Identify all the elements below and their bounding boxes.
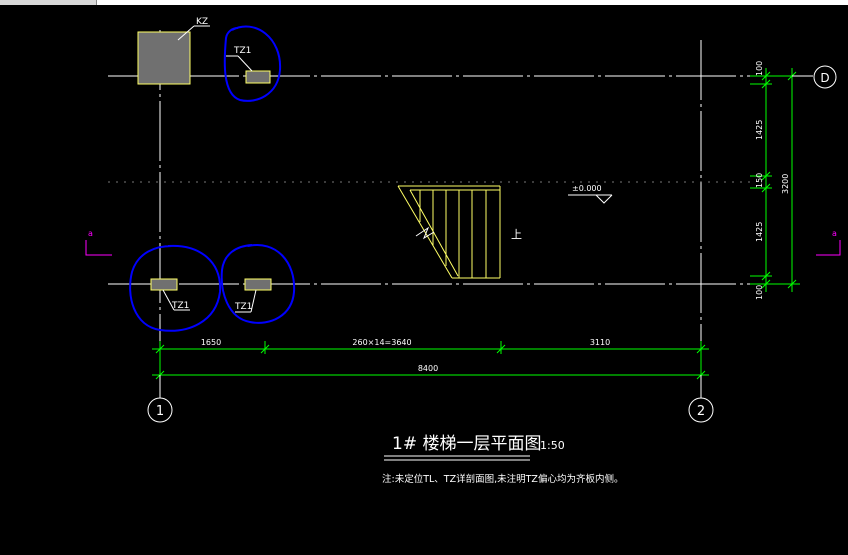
stair-break-line bbox=[415, 226, 435, 240]
section-label-left: a bbox=[88, 229, 93, 238]
axis-bubble-1[interactable] bbox=[147, 397, 173, 423]
dim-bottom-total: 8400 bbox=[418, 364, 438, 373]
bottom-dimension-texts: 1650 260×14=3640 3110 8400 bbox=[201, 338, 610, 373]
kz-label: KZ bbox=[196, 17, 208, 27]
dim-right-5: 100 bbox=[755, 285, 764, 300]
tz-bl-label: TZ1 bbox=[171, 301, 189, 311]
right-dimension-texts: 100 1425 150 1425 100 3200 bbox=[755, 61, 790, 300]
axis-label-d: D bbox=[820, 71, 829, 85]
axis-lines bbox=[108, 30, 752, 398]
top-bar-tab bbox=[0, 0, 97, 5]
right-dimensions bbox=[750, 68, 800, 292]
section-marks bbox=[85, 240, 841, 256]
dim-right-total: 3200 bbox=[781, 174, 790, 194]
drawing-note: 注:未定位TL、TZ详剖面图,未注明TZ偏心均为齐板内侧。 bbox=[382, 473, 623, 485]
dim-right-4: 1425 bbox=[755, 222, 764, 242]
tz-column-bottom-mid[interactable] bbox=[244, 278, 272, 291]
stair bbox=[397, 185, 501, 279]
section-mark-left bbox=[85, 240, 112, 256]
tz-bm-label: TZ1 bbox=[234, 302, 252, 312]
drawing-title: 1# 楼梯一层平面图 bbox=[392, 434, 541, 454]
level-label: ±0.000 bbox=[572, 184, 602, 193]
axis-bubble-2[interactable] bbox=[688, 397, 714, 423]
axis-label-2: 2 bbox=[697, 404, 705, 419]
tz-bm-leader bbox=[250, 289, 257, 313]
section-mark-right bbox=[816, 240, 841, 256]
level-marker: ±0.000 bbox=[568, 184, 613, 204]
dim-right-1: 100 bbox=[755, 61, 764, 76]
bottom-dimensions bbox=[152, 341, 709, 380]
markup-circle-bottom-mid[interactable] bbox=[220, 244, 296, 324]
dim-right-3: 150 bbox=[755, 173, 764, 188]
kz-column[interactable] bbox=[137, 31, 191, 85]
axis-bubble-d[interactable] bbox=[813, 65, 837, 89]
axis-label-1: 1 bbox=[156, 404, 164, 419]
window-top-bar bbox=[0, 0, 848, 5]
stair-up-label: 上 bbox=[511, 228, 522, 241]
markup-circles bbox=[129, 25, 296, 332]
tz-column-bottom-left[interactable] bbox=[150, 278, 178, 291]
dim-bottom-3: 3110 bbox=[590, 338, 610, 347]
drawing-scale: 1:50 bbox=[540, 439, 565, 452]
tz-bl-leader bbox=[162, 289, 175, 311]
tz-top-label: TZ1 bbox=[233, 46, 251, 56]
stair-diagonal-2 bbox=[409, 189, 459, 277]
dim-bottom-2: 260×14=3640 bbox=[352, 338, 411, 347]
markup-circle-bottom-left[interactable] bbox=[129, 244, 222, 332]
dim-right-2: 1425 bbox=[755, 120, 764, 140]
section-label-right: a bbox=[832, 229, 837, 238]
kz-leader bbox=[177, 25, 195, 41]
dim-bottom-1: 1650 bbox=[201, 338, 221, 347]
columns: KZ TZ1 TZ1 TZ1 bbox=[137, 17, 272, 313]
stair-diagonal bbox=[397, 185, 453, 279]
markup-circle-top[interactable] bbox=[223, 25, 282, 102]
tz-top-leader bbox=[237, 55, 253, 72]
tz-column-top[interactable] bbox=[245, 70, 271, 84]
